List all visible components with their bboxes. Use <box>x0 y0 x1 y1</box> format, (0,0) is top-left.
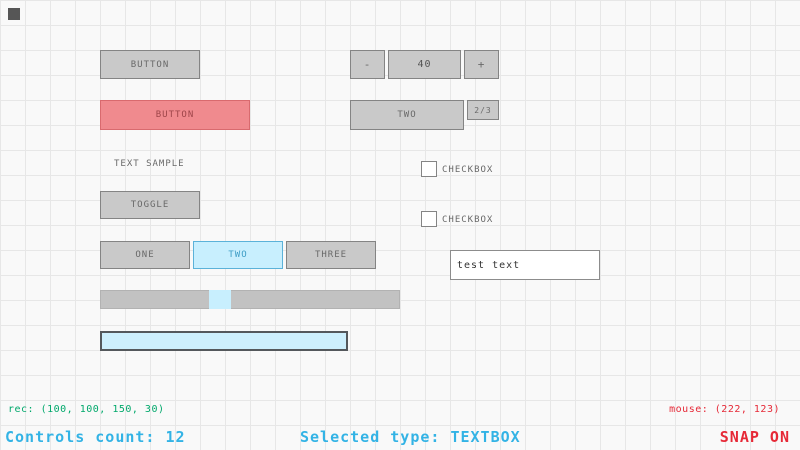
spinner-value[interactable]: 40 <box>388 50 461 79</box>
status-snap-indicator: SNAP ON <box>719 428 790 446</box>
selected-button[interactable]: BUTTON <box>100 100 250 130</box>
status-rec: rec: (100, 100, 150, 30) <box>8 404 165 415</box>
checkbox-b[interactable] <box>421 211 437 227</box>
checkbox-a[interactable] <box>421 161 437 177</box>
text-input[interactable] <box>450 250 600 280</box>
toggle-group-option-two[interactable]: TWO <box>193 241 283 269</box>
status-mouse: mouse: (222, 123) <box>669 404 780 415</box>
button[interactable]: BUTTON <box>100 50 200 79</box>
progress-bar[interactable] <box>100 331 348 351</box>
combobox-counter[interactable]: 2/3 <box>467 100 499 120</box>
status-selected-type: Selected type: TEXTBOX <box>300 428 521 446</box>
combobox[interactable]: TWO <box>350 100 464 130</box>
status-controls-count: Controls count: 12 <box>5 428 186 446</box>
toggle-group-option-one[interactable]: ONE <box>100 241 190 269</box>
spinner-increment-button[interactable]: + <box>464 50 499 79</box>
slider-handle[interactable] <box>209 290 231 309</box>
checkbox-b-label: CHECKBOX <box>442 215 494 225</box>
text-sample-label: TEXT SAMPLE <box>114 159 185 169</box>
toggle-button[interactable]: TOGGLE <box>100 191 200 219</box>
anchor-marker[interactable] <box>8 8 20 20</box>
toggle-group-option-three[interactable]: THREE <box>286 241 376 269</box>
checkbox-a-label: CHECKBOX <box>442 165 494 175</box>
slider-track[interactable] <box>100 290 400 309</box>
spinner-decrement-button[interactable]: - <box>350 50 385 79</box>
